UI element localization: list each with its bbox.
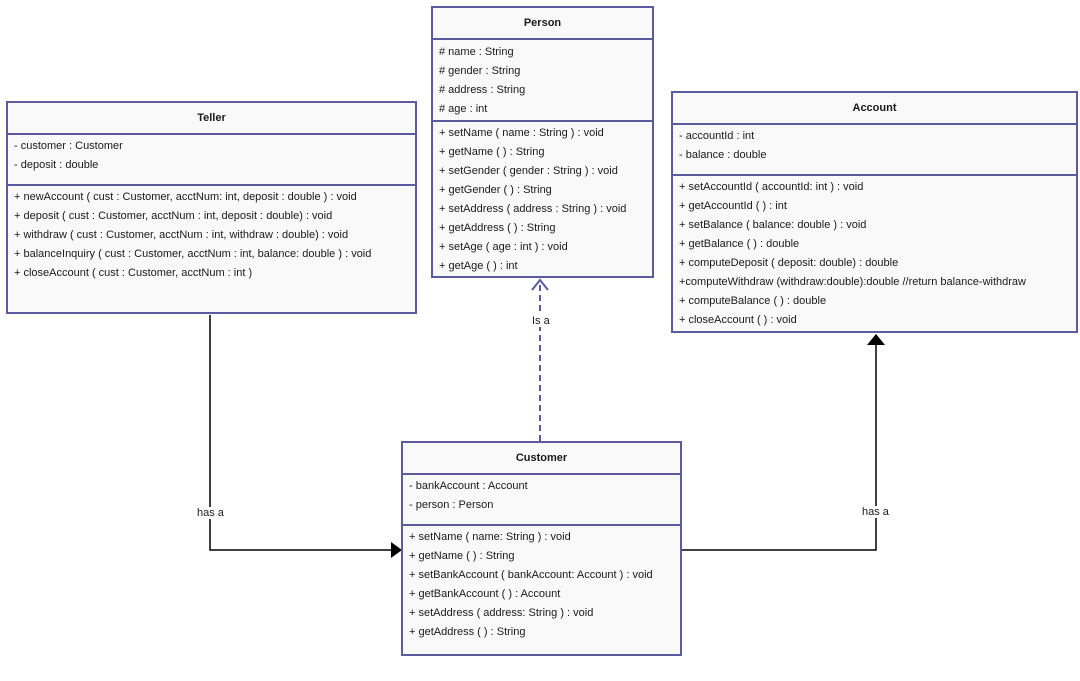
methods-section: + newAccount ( cust : Customer, acctNum:… bbox=[8, 186, 415, 283]
methods-section: + setName ( name: String ) : void + getN… bbox=[403, 526, 680, 642]
method: + setAge ( age : int ) : void bbox=[439, 241, 568, 253]
filled-arrowhead-icon bbox=[391, 542, 402, 558]
method: + getAge ( ) : int bbox=[439, 260, 518, 272]
method: + computeDeposit ( deposit: double) : do… bbox=[679, 257, 899, 269]
methods-section: + setAccountId ( accountId: int ) : void… bbox=[673, 176, 1076, 330]
edge-customer-account bbox=[681, 334, 885, 551]
attribute: # gender : String bbox=[439, 65, 521, 77]
method: + getName ( ) : String bbox=[439, 146, 545, 158]
attribute: - person : Person bbox=[409, 499, 494, 511]
method: + closeAccount ( ) : void bbox=[679, 314, 797, 326]
attributes-section: - bankAccount : Account - person : Perso… bbox=[403, 475, 680, 526]
attributes-section: - customer : Customer - deposit : double bbox=[8, 135, 415, 186]
class-name: Person bbox=[433, 8, 652, 40]
class-customer[interactable]: Customer - bankAccount : Account - perso… bbox=[401, 441, 682, 656]
attribute: - deposit : double bbox=[14, 159, 99, 171]
method: + setBalance ( balance: double ) : void bbox=[679, 219, 867, 231]
attribute: - balance : double bbox=[679, 149, 767, 161]
class-account[interactable]: Account - accountId : int - balance : do… bbox=[671, 91, 1078, 333]
open-arrowhead-icon bbox=[531, 278, 549, 291]
method: + setBankAccount ( bankAccount: Account … bbox=[409, 569, 653, 581]
attribute: - bankAccount : Account bbox=[409, 480, 528, 492]
method: +computeWithdraw (withdraw:double):doubl… bbox=[679, 276, 1026, 288]
edge-customer-person bbox=[531, 278, 549, 441]
filled-arrowhead-icon bbox=[867, 334, 885, 345]
method: + getBankAccount ( ) : Account bbox=[409, 588, 561, 600]
edge-label-is-a: Is a bbox=[531, 315, 551, 327]
attributes-section: # name : String # gender : String # addr… bbox=[433, 40, 652, 122]
method: + setAddress ( address: String ) : void bbox=[409, 607, 594, 619]
method: + setAddress ( address : String ) : void bbox=[439, 203, 627, 215]
method: + setName ( name : String ) : void bbox=[439, 127, 604, 139]
method: + newAccount ( cust : Customer, acctNum:… bbox=[14, 191, 357, 203]
edge-label-teller-has-a: has a bbox=[196, 507, 225, 519]
method: + getGender ( ) : String bbox=[439, 184, 552, 196]
method: + getBalance ( ) : double bbox=[679, 238, 800, 250]
method: + getAccountId ( ) : int bbox=[679, 200, 787, 212]
method: + setGender ( gender : String ) : void bbox=[439, 165, 618, 177]
class-name: Customer bbox=[403, 443, 680, 475]
method: + getAddress ( ) : String bbox=[439, 222, 556, 234]
attribute: # name : String bbox=[439, 46, 514, 58]
edge-label-customer-has-a: has a bbox=[861, 506, 890, 518]
attributes-section: - accountId : int - balance : double bbox=[673, 125, 1076, 176]
class-name: Teller bbox=[8, 103, 415, 135]
class-person[interactable]: Person # name : String # gender : String… bbox=[431, 6, 654, 278]
edge-teller-customer bbox=[209, 315, 402, 558]
method: + withdraw ( cust : Customer, acctNum : … bbox=[14, 229, 349, 241]
attribute: # address : String bbox=[439, 84, 526, 96]
method: + getAddress ( ) : String bbox=[409, 626, 526, 638]
method: + setAccountId ( accountId: int ) : void bbox=[679, 181, 864, 193]
method: + closeAccount ( cust : Customer, acctNu… bbox=[14, 267, 253, 279]
method: + setName ( name: String ) : void bbox=[409, 531, 571, 543]
method: + computeBalance ( ) : double bbox=[679, 295, 827, 307]
attribute: - accountId : int bbox=[679, 130, 755, 142]
method: + balanceInquiry ( cust : Customer, acct… bbox=[14, 248, 372, 260]
methods-section: + setName ( name : String ) : void + get… bbox=[433, 122, 652, 276]
attribute: # age : int bbox=[439, 103, 488, 115]
method: + deposit ( cust : Customer, acctNum : i… bbox=[14, 210, 333, 222]
attribute: - customer : Customer bbox=[14, 140, 123, 152]
class-teller[interactable]: Teller - customer : Customer - deposit :… bbox=[6, 101, 417, 314]
method: + getName ( ) : String bbox=[409, 550, 515, 562]
class-name: Account bbox=[673, 93, 1076, 125]
